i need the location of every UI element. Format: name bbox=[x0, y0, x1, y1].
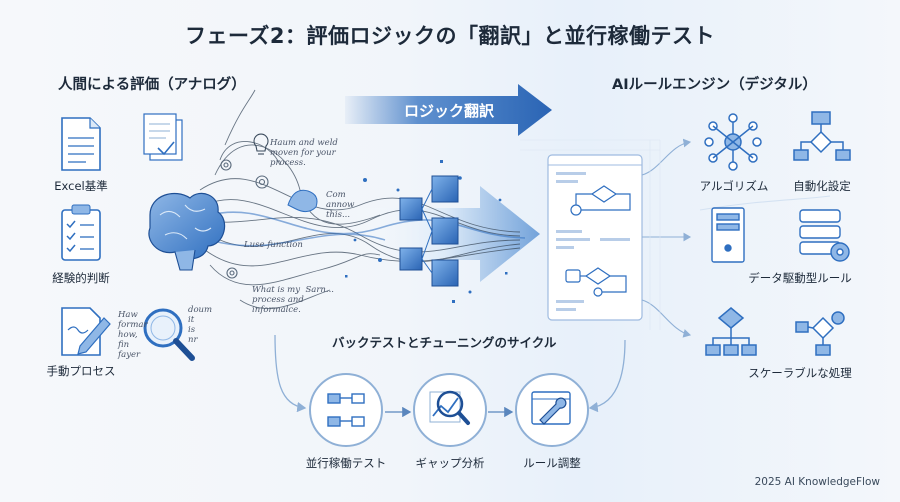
rule-code-panel bbox=[547, 154, 643, 321]
right-item-label: 自動化設定 bbox=[793, 179, 851, 193]
magnifier-icon bbox=[143, 308, 195, 361]
flow-lines-blue bbox=[209, 211, 526, 247]
logic-translation-arrow bbox=[345, 84, 552, 136]
cycle-step-label: ギャップ分析 bbox=[415, 456, 485, 470]
right-item-label: データ駆動型ルール bbox=[748, 271, 852, 285]
lightbulb-icon bbox=[253, 133, 269, 155]
cycle-arrows bbox=[274, 334, 626, 418]
magnifier-chart-icon bbox=[429, 390, 470, 425]
document-stack-icon bbox=[143, 113, 183, 161]
handwritten-note: Haum and weld moven for your process. bbox=[270, 138, 338, 168]
page-title: フェーズ2：評価ロジックの「翻訳」と並行稼働テスト bbox=[184, 24, 716, 48]
hierarchy-icon bbox=[705, 307, 845, 356]
handwritten-note: Haw formar how, fin fayer bbox=[118, 310, 148, 360]
wave-sketch bbox=[287, 189, 318, 213]
handwritten-note: Luse function bbox=[244, 240, 303, 250]
server-gear-icon bbox=[711, 207, 850, 263]
pen-writing-icon bbox=[61, 307, 111, 356]
right-item-label: スケーラブルな処理 bbox=[748, 366, 852, 380]
network-nodes-icon bbox=[704, 113, 762, 171]
spreadsheet-document-icon bbox=[61, 117, 101, 171]
left-item-label: 手動プロセス bbox=[46, 364, 116, 378]
handwritten-note: Com annow this... bbox=[326, 190, 355, 220]
logic-cubes bbox=[399, 175, 459, 287]
right-connectors bbox=[641, 138, 831, 338]
cycle-heading: バックテストとチューニングのサイクル bbox=[332, 335, 557, 350]
left-section-heading: 人間による評価（アナログ） bbox=[58, 77, 246, 93]
brain-icon bbox=[148, 192, 226, 271]
handwritten-note: What is my Sarn... process and informalc… bbox=[252, 285, 334, 315]
right-item-label: アルゴリズム bbox=[699, 179, 769, 193]
background-grid bbox=[520, 139, 661, 330]
parallel-flow-icon bbox=[327, 393, 365, 427]
logic-translation-label: ロジック翻訳 bbox=[404, 102, 495, 120]
flowchart-icon bbox=[793, 111, 851, 161]
wrench-window-icon bbox=[531, 391, 571, 425]
clipboard-checklist-icon bbox=[61, 204, 101, 261]
gear-icon bbox=[220, 159, 269, 279]
left-item-label: 経験的判断 bbox=[52, 271, 110, 285]
right-section-heading: AIルールエンジン（デジタル） bbox=[612, 77, 817, 93]
cycle-step-label: 並行稼働テスト bbox=[305, 456, 387, 470]
left-item-label: Excel基準 bbox=[54, 179, 108, 193]
cycle-step-label: ルール調整 bbox=[523, 456, 581, 470]
handwritten-note: doum it is nr bbox=[188, 305, 213, 345]
footer-credit: 2025 AI KnowledgeFlow bbox=[754, 476, 880, 488]
